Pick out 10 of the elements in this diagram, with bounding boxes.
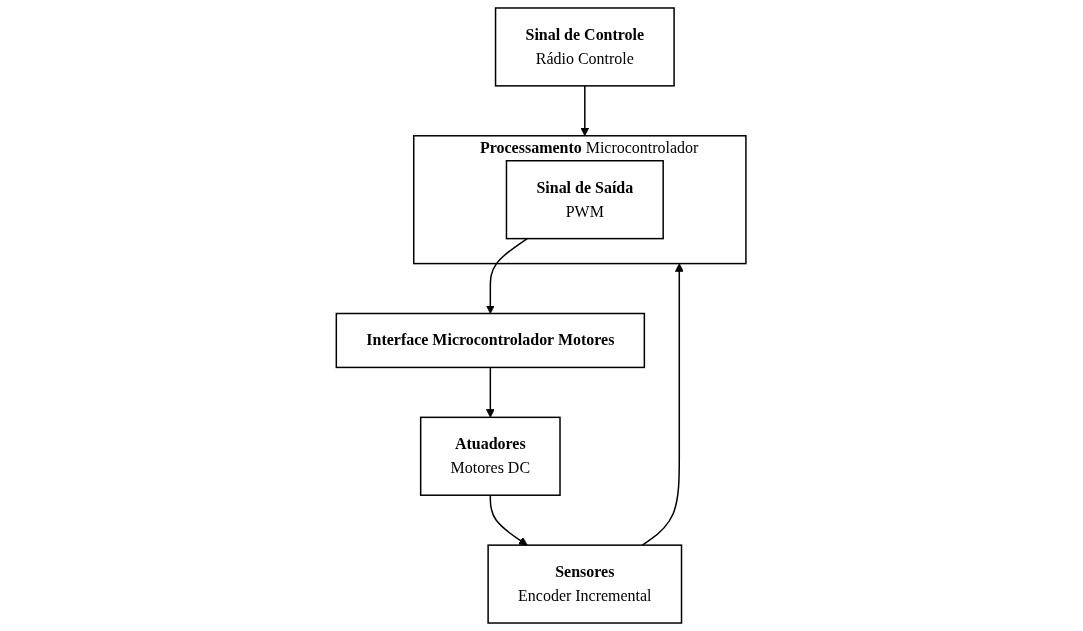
arrow — [486, 237, 529, 314]
arrow — [580, 85, 590, 137]
arrow — [642, 263, 685, 546]
node-box: Interface Microcontrolador Motores — [335, 312, 646, 369]
node-box: Sinal de Saída PWM — [506, 160, 665, 240]
arrow — [489, 494, 528, 546]
node-box: Sinal de Controle Rádio Controle — [495, 7, 676, 87]
node-box: Atuadores Motores DC — [420, 416, 562, 496]
arrow — [486, 366, 496, 418]
node-box: Sensores Encoder Incremental — [487, 544, 683, 624]
